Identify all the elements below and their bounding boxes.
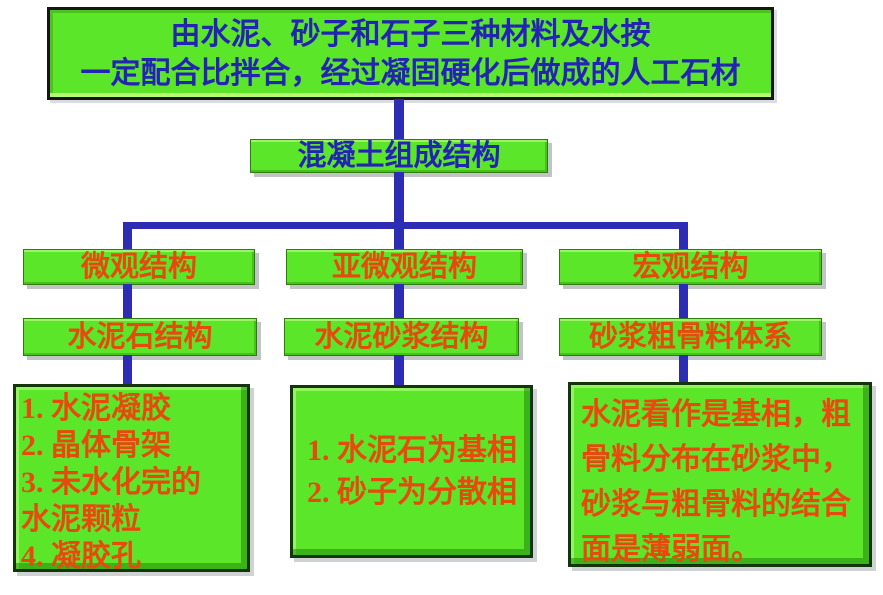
cement-stone-structure-label: 水泥石结构 — [67, 321, 213, 353]
mortar-coarse-aggregate-box: 砂浆粗骨料体系 — [559, 318, 822, 356]
connector-submicro-low — [394, 355, 404, 386]
submicro-structure-label: 亚微观结构 — [331, 251, 477, 283]
connector-macro-mid — [679, 284, 688, 319]
submicro-detail-box: 1. 水泥石为基相 2. 砂子为分散相 — [290, 385, 533, 558]
cement-stone-structure-box: 水泥石结构 — [23, 318, 257, 356]
macro-detail-box: 水泥看作是基相，粗 骨料分布在砂浆中， 砂浆与粗骨料的结合 面是薄弱面。 — [568, 382, 872, 567]
macro-detail-line: 砂浆与粗骨料的结合 — [581, 488, 851, 521]
connector-drop-left — [123, 225, 132, 250]
micro-detail-box: 1. 水泥凝胶 2. 晶体骨架 3. 未水化完的 水泥颗粒 4. 凝胶孔 — [13, 384, 250, 573]
micro-structure-box: 微观结构 — [23, 249, 255, 285]
macro-detail-line: 面是薄弱面。 — [581, 533, 761, 566]
submicro-structure-box: 亚微观结构 — [286, 249, 523, 285]
connector-root-stem — [394, 172, 404, 250]
macro-detail-line: 骨料分布在砂浆中， — [581, 443, 851, 476]
submicro-detail-line: 2. 砂子为分散相 — [307, 475, 517, 509]
macro-structure-box: 宏观结构 — [559, 249, 822, 285]
definition-box: 由水泥、砂子和石子三种材料及水按 一定配合比拌合，经过凝固硬化后做成的人工石材 — [47, 7, 774, 100]
connector-drop-right — [679, 225, 688, 250]
micro-structure-label: 微观结构 — [80, 251, 197, 283]
connector-branch-bar — [123, 222, 688, 229]
root-box: 混凝土组成结构 — [250, 139, 548, 173]
definition-line-2: 一定配合比拌合，经过凝固硬化后做成的人工石材 — [80, 56, 741, 90]
connector-submicro-mid — [394, 284, 404, 319]
connector-micro-low — [123, 355, 132, 385]
root-box-label: 混凝土组成结构 — [297, 140, 501, 172]
connector-macro-low — [679, 355, 688, 383]
micro-detail-line: 2. 晶体骨架 — [21, 429, 171, 462]
cement-mortar-structure-label: 水泥砂浆结构 — [314, 321, 489, 353]
micro-detail-line: 4. 凝胶孔 — [21, 540, 141, 573]
definition-line-1: 由水泥、砂子和石子三种材料及水按 — [170, 17, 651, 51]
micro-detail-line: 水泥颗粒 — [21, 503, 141, 536]
connector-definition-to-root — [394, 99, 404, 140]
submicro-detail-line: 1. 水泥石为基相 — [307, 433, 517, 467]
micro-detail-line: 1. 水泥凝胶 — [21, 392, 171, 425]
micro-detail-line: 3. 未水化完的 — [21, 466, 201, 499]
connector-micro-mid — [123, 284, 132, 319]
cement-mortar-structure-box: 水泥砂浆结构 — [284, 318, 519, 356]
macro-detail-line: 水泥看作是基相，粗 — [581, 398, 851, 431]
macro-structure-label: 宏观结构 — [632, 251, 749, 283]
mortar-coarse-aggregate-label: 砂浆粗骨料体系 — [588, 321, 792, 353]
